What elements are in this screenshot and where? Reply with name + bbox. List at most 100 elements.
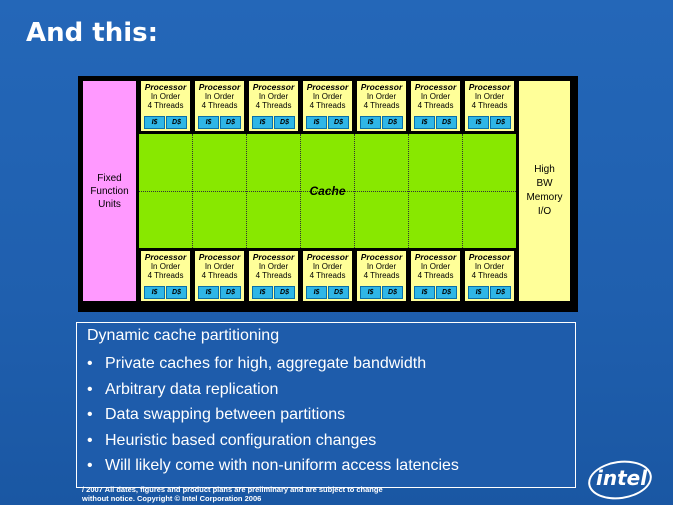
fixed-function-units-block: Fixed Function Units [83,81,136,301]
bullet-text: Arbitrary data replication [105,380,279,398]
processor-title: Processor [414,252,457,262]
cache-block: Cache [139,134,516,248]
processor-title: Processor [360,252,403,262]
data-cache: D$ [490,116,511,129]
data-cache: D$ [274,116,295,129]
processor-threads: 4 Threads [309,271,346,280]
text-box-heading: Dynamic cache partitioning [87,327,280,344]
processor-in-order: In Order [312,262,343,271]
processor-caches: I$D$ [198,286,241,299]
processor-caches: I$D$ [306,286,349,299]
data-cache: D$ [166,116,187,129]
high-bw-line: High [534,164,555,175]
instruction-cache: I$ [198,116,219,129]
instruction-cache: I$ [306,116,327,129]
data-cache: D$ [274,286,295,299]
processor-title: Processor [414,82,457,92]
processor-in-order: In Order [204,92,235,101]
processor-threads: 4 Threads [255,271,292,280]
instruction-cache: I$ [252,116,273,129]
data-cache: D$ [382,116,403,129]
processor-title: Processor [306,252,349,262]
processor-threads: 4 Threads [255,101,292,110]
processor-caches: I$D$ [252,286,295,299]
processor-caches: I$D$ [306,116,349,129]
processor-title: Processor [252,82,295,92]
instruction-cache: I$ [414,116,435,129]
processor-in-order: In Order [366,92,397,101]
bullet-item: • Heuristic based configuration changes [87,428,459,454]
instruction-cache: I$ [198,286,219,299]
cache-divider [139,191,516,192]
bullet-dot-icon: • [87,431,93,449]
bullet-item: •Will likely come with non-uniform acces… [87,453,459,479]
high-bw-line: I/O [537,206,552,217]
processor-in-order: In Order [420,92,451,101]
bullet-dot-icon: • [87,355,93,372]
processor-in-order: In Order [258,262,289,271]
bullet-item: •Private caches for high, aggregate band… [87,351,459,377]
bullet-dot-icon: • [87,406,93,424]
processor-title: Processor [198,252,241,262]
data-cache: D$ [328,116,349,129]
data-cache: D$ [166,286,187,299]
instruction-cache: I$ [468,116,489,129]
processor-title: Processor [252,252,295,262]
processor-in-order: In Order [258,92,289,101]
processor-title: Processor [360,82,403,92]
data-cache: D$ [436,116,457,129]
processor-caches: I$D$ [468,286,511,299]
processor-caches: I$D$ [414,286,457,299]
processor-threads: 4 Threads [201,271,238,280]
processor-threads: 4 Threads [417,101,454,110]
processor-title: Processor [144,82,187,92]
processor-threads: 4 Threads [363,271,400,280]
bullet-text: Data swapping between partitions [105,406,346,424]
processor-in-order: In Order [204,262,235,271]
fixed-function-line: Units [98,198,121,210]
footer-line: without notice. Copyright © Intel Corpor… [82,494,262,503]
bullet-text: Will likely come with non-uniform access… [105,457,459,475]
data-cache: D$ [436,286,457,299]
instruction-cache: I$ [360,286,381,299]
processor-threads: 4 Threads [147,101,184,110]
instruction-cache: I$ [414,286,435,299]
footer-line: / 2007 All dates, figures and product pl… [82,485,383,494]
processor-title: Processor [468,252,511,262]
processor-caches: I$D$ [252,116,295,129]
processor-in-order: In Order [150,92,181,101]
instruction-cache: I$ [468,286,489,299]
processor-in-order: In Order [420,262,451,271]
processor-title: Processor [468,82,511,92]
processor-threads: 4 Threads [471,101,508,110]
bullet-dot-icon: • [87,380,93,398]
fixed-function-line: Fixed [97,172,122,184]
bullet-text: Heuristic based configuration changes [105,431,377,449]
processor-threads: 4 Threads [471,271,508,280]
bullet-item: • Data swapping between partitions [87,402,459,428]
bullet-list: •Private caches for high, aggregate band… [87,351,459,479]
processor-in-order: In Order [474,262,505,271]
processor-threads: 4 Threads [147,271,184,280]
data-cache: D$ [328,286,349,299]
data-cache: D$ [220,286,241,299]
high-bw-line: BW [536,178,553,189]
footer-disclaimer: / 2007 All dates, figures and product pl… [82,485,383,503]
processor-caches: I$D$ [414,116,457,129]
processor-caches: I$D$ [198,116,241,129]
processor-caches: I$D$ [144,286,187,299]
bullet-item: • Arbitrary data replication [87,377,459,403]
